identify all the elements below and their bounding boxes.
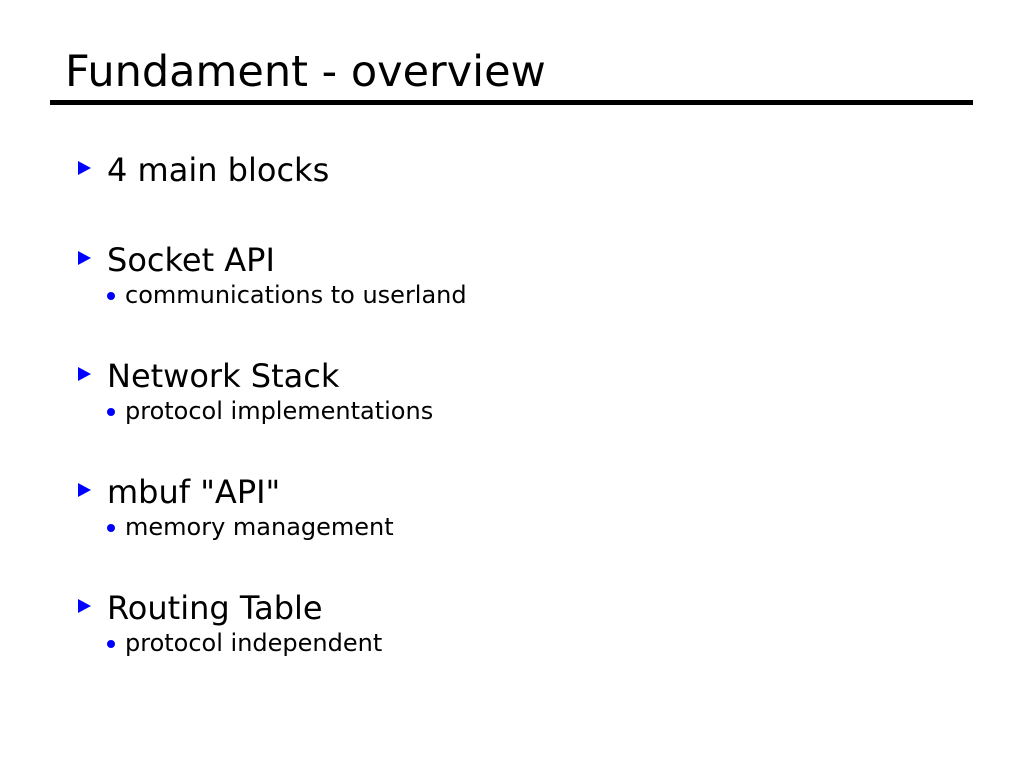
list-item-level2-label: communications to userland xyxy=(125,281,467,309)
list-item-level1[interactable]: Network Stack xyxy=(78,356,978,396)
bullet-group: mbuf "API" memory management xyxy=(78,472,978,543)
list-item-level2[interactable]: protocol implementations xyxy=(78,396,978,427)
triangle-right-marker-icon xyxy=(78,251,91,265)
list-item-level1-label: Routing Table xyxy=(107,589,323,627)
list-item-level1[interactable]: mbuf "API" xyxy=(78,472,978,512)
bullet-group: Socket API communications to userland xyxy=(78,240,978,311)
triangle-right-marker-icon xyxy=(78,483,91,497)
list-item-level2-label: protocol implementations xyxy=(125,397,434,425)
spacer xyxy=(78,543,978,588)
slide-content-list: 4 main blocks Socket API communications … xyxy=(78,150,978,659)
list-item-level2[interactable]: communications to userland xyxy=(78,280,978,311)
list-item-level1[interactable]: Socket API xyxy=(78,240,978,280)
triangle-right-marker-icon xyxy=(78,367,91,381)
spacer xyxy=(78,311,978,356)
triangle-right-marker-icon xyxy=(78,599,91,613)
list-item-level1-label: Network Stack xyxy=(107,357,340,395)
dot-marker-icon xyxy=(107,408,115,416)
spacer xyxy=(78,190,978,240)
list-item-level1-label: Socket API xyxy=(107,241,275,279)
dot-marker-icon xyxy=(107,292,115,300)
list-item-level2[interactable]: protocol independent xyxy=(78,628,978,659)
list-item-level2-label: memory management xyxy=(125,513,394,541)
list-item-level1[interactable]: 4 main blocks xyxy=(78,150,978,190)
bullet-group: Routing Table protocol independent xyxy=(78,588,978,659)
dot-marker-icon xyxy=(107,640,115,648)
list-item-level1[interactable]: Routing Table xyxy=(78,588,978,628)
slide-title-block: Fundament - overview xyxy=(50,47,973,106)
list-item-level2[interactable]: memory management xyxy=(78,512,978,543)
list-item-level1-label: 4 main blocks xyxy=(107,151,330,189)
bullet-group: Network Stack protocol implementations xyxy=(78,356,978,427)
title-underline-rule xyxy=(50,100,973,106)
bullet-group: 4 main blocks xyxy=(78,150,978,190)
list-item-level1-label: mbuf "API" xyxy=(107,473,281,511)
triangle-right-marker-icon xyxy=(78,161,91,175)
page-title: Fundament - overview xyxy=(65,47,546,97)
dot-marker-icon xyxy=(107,524,115,532)
list-item-level2-label: protocol independent xyxy=(125,629,383,657)
spacer xyxy=(78,427,978,472)
